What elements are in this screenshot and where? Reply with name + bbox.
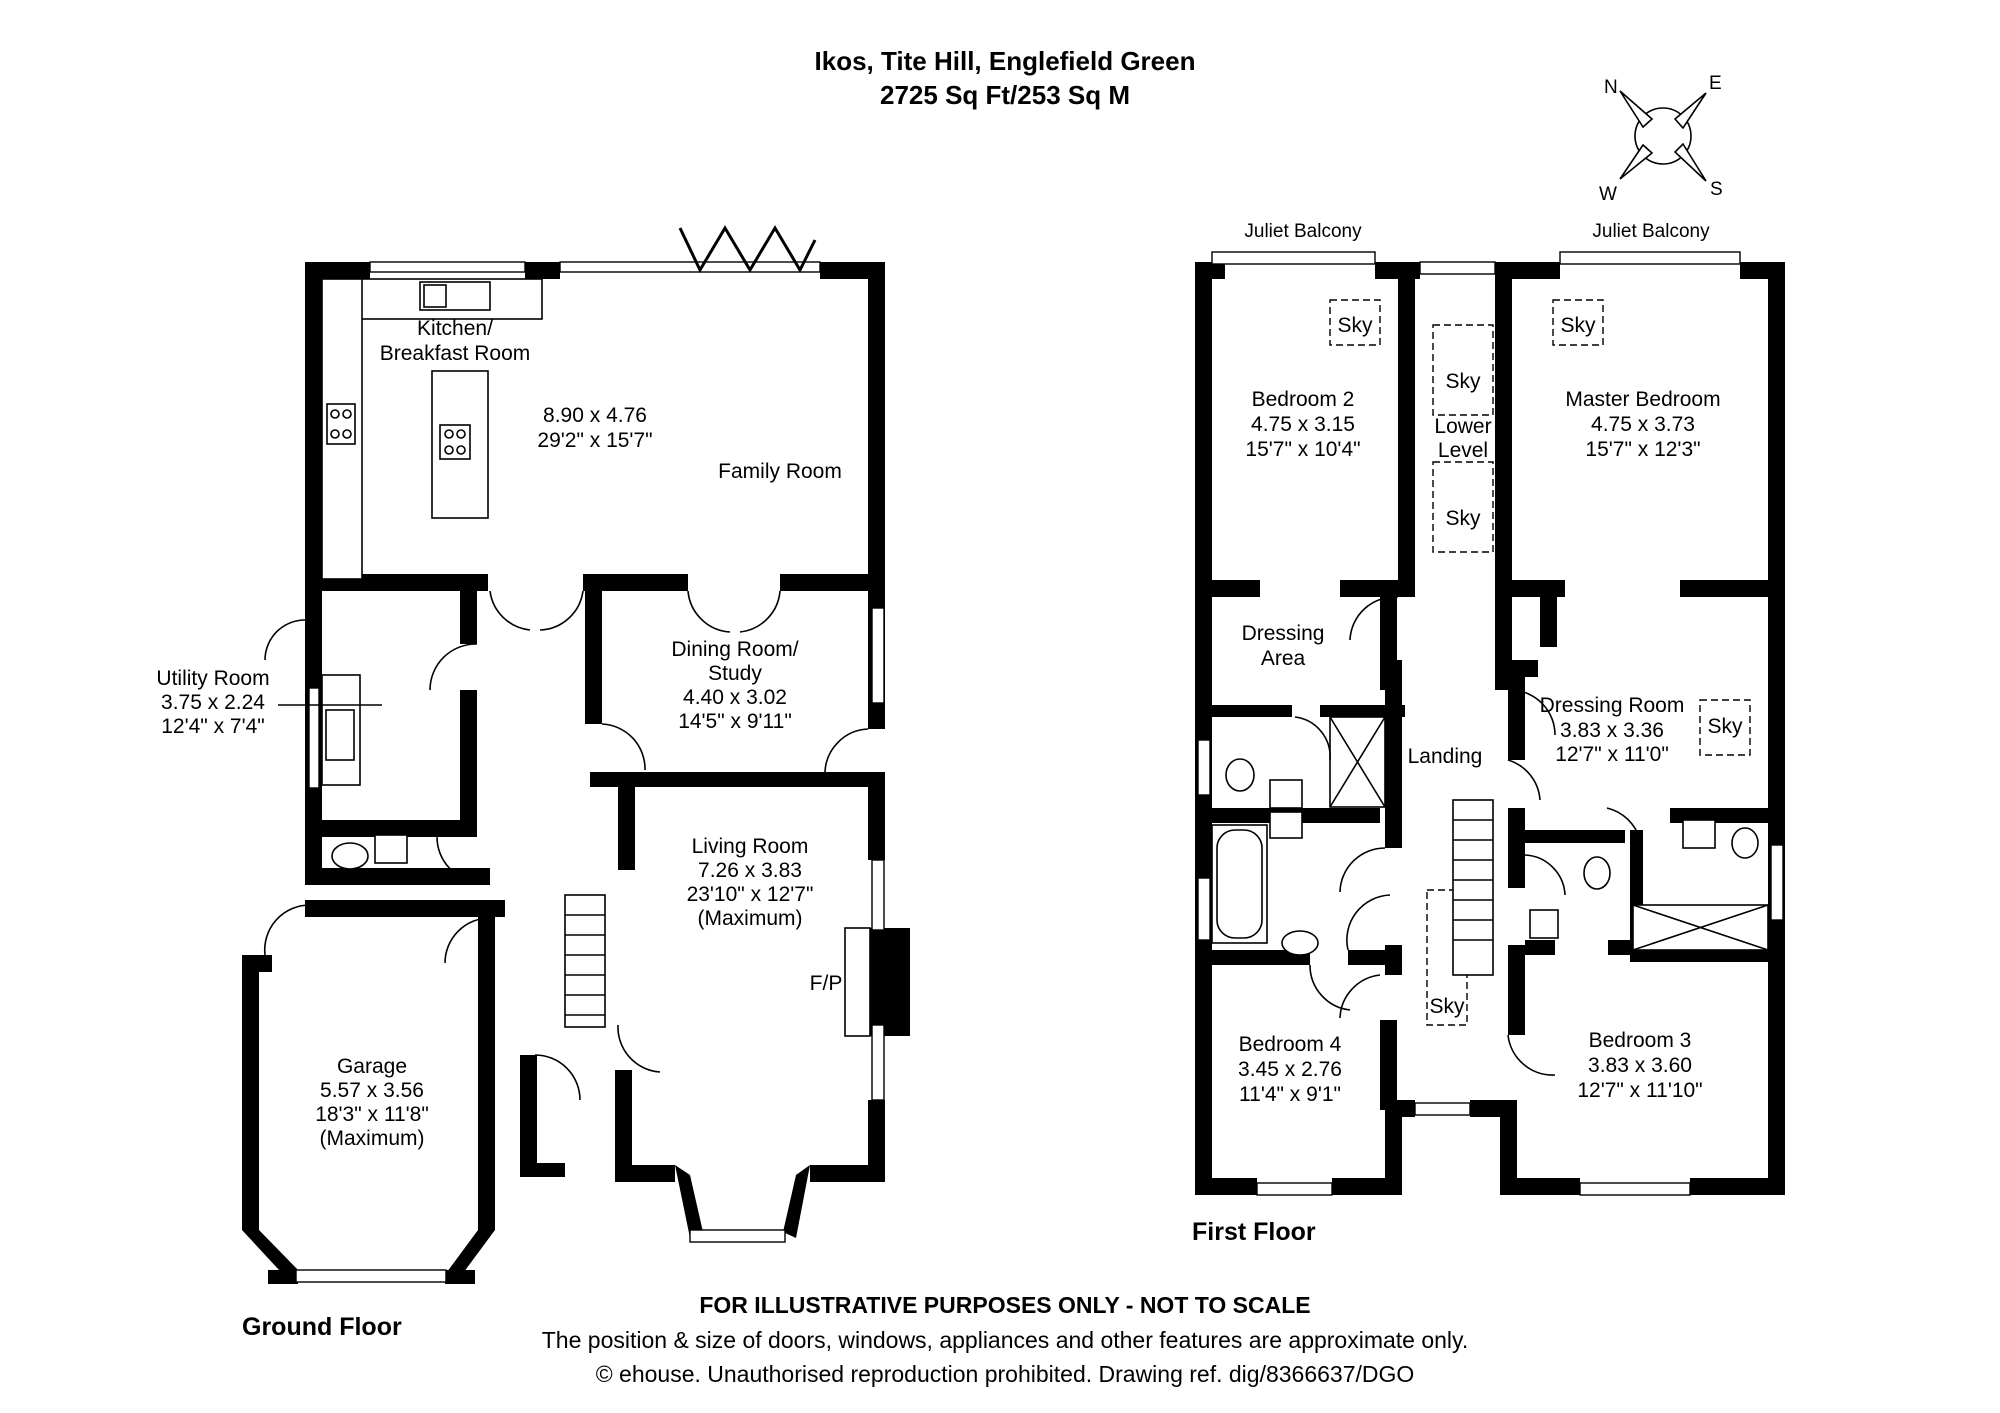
kitchen-family-dim-imperial: 29'2" x 15'7"	[537, 429, 652, 452]
plan-title: Ikos, Tite Hill, Englefield Green	[815, 46, 1196, 76]
bedroom-4-dim-imperial: 11'4" x 9'1"	[1239, 1083, 1341, 1106]
sky-label: Sky	[1445, 507, 1481, 530]
master-bedroom-dim-imperial: 15'7" x 12'3"	[1585, 438, 1700, 461]
dining-room-name-line1: Dining Room/	[671, 638, 798, 661]
living-room-note: (Maximum)	[698, 907, 803, 930]
family-room-name: Family Room	[718, 460, 842, 483]
bedroom-2-dim-metric: 4.75 x 3.15	[1251, 413, 1355, 436]
kitchen-name-line2: Breakfast Room	[380, 342, 531, 365]
ground-floor-label: Ground Floor	[242, 1313, 402, 1341]
bedroom-3-label: Bedroom 3 3.83 x 3.60 12'7" x 11'10"	[1577, 1029, 1702, 1102]
dining-room-dim-metric: 4.40 x 3.02	[683, 686, 787, 709]
garage-dim-imperial: 18'3" x 11'8"	[315, 1103, 429, 1126]
master-bedroom-label: Master Bedroom 4.75 x 3.73 15'7" x 12'3"	[1565, 388, 1720, 461]
sky-label: Sky	[1707, 715, 1743, 738]
kitchen-family-dim-metric: 8.90 x 4.76	[543, 404, 647, 427]
dressing-room-name: Dressing Room	[1540, 694, 1685, 717]
bedroom-2-name: Bedroom 2	[1252, 388, 1355, 411]
bedroom-4-label: Bedroom 4 3.45 x 2.76 11'4" x 9'1"	[1238, 1033, 1342, 1106]
dressing-area-line2: Area	[1261, 647, 1306, 670]
sink-icon	[419, 281, 491, 311]
fireplace-label: F/P	[810, 972, 843, 995]
bedroom-3-dim-imperial: 12'7" x 11'10"	[1577, 1079, 1702, 1102]
utility-room-dim-metric: 3.75 x 2.24	[161, 691, 265, 714]
compass-north-label: N	[1604, 77, 1618, 98]
dining-room-name-line2: Study	[708, 662, 762, 685]
first-stairs	[1452, 799, 1494, 976]
disclaimer-heading: FOR ILLUSTRATIVE PURPOSES ONLY - NOT TO …	[699, 1292, 1310, 1318]
compass-west-label: W	[1599, 184, 1617, 205]
hob-icon	[326, 403, 356, 445]
bedroom-2-label: Bedroom 2 4.75 x 3.15 15'7" x 10'4"	[1245, 388, 1360, 461]
lower-level-line2: Level	[1438, 439, 1488, 462]
ground-floor-fittings	[263, 225, 885, 1283]
master-bedroom-name: Master Bedroom	[1565, 388, 1720, 411]
dressing-room-dim-imperial: 12'7" x 11'0"	[1555, 743, 1669, 766]
kitchen-label: Kitchen/ Breakfast Room	[380, 317, 531, 365]
copyright-line: © ehouse. Unauthorised reproduction proh…	[596, 1361, 1415, 1387]
ground-stairs	[564, 894, 606, 1028]
first-floor-fittings	[1197, 251, 1784, 1196]
bedroom-3-name: Bedroom 3	[1589, 1029, 1692, 1052]
bedroom-3-dim-metric: 3.83 x 3.60	[1588, 1054, 1692, 1077]
garage-note: (Maximum)	[320, 1127, 425, 1150]
compass-east-label: E	[1709, 73, 1722, 94]
garage-dim-metric: 5.57 x 3.56	[320, 1079, 424, 1102]
bedroom-4-name: Bedroom 4	[1239, 1033, 1342, 1056]
sky-label: Sky	[1337, 314, 1373, 337]
first-floor-label: First Floor	[1192, 1218, 1316, 1246]
master-bedroom-dim-metric: 4.75 x 3.73	[1591, 413, 1695, 436]
plan-area: 2725 Sq Ft/253 Sq M	[880, 80, 1130, 110]
compass-south-label: S	[1710, 179, 1723, 200]
juliet-balcony-right-label: Juliet Balcony	[1592, 221, 1710, 242]
dining-room-dim-imperial: 14'5" x 9'11"	[678, 710, 792, 733]
lower-level-line1: Lower	[1434, 415, 1491, 438]
compass-icon: N E S W	[1599, 73, 1723, 205]
first-floor-walls	[1195, 262, 1785, 1195]
living-room-dim-metric: 7.26 x 3.83	[698, 859, 802, 882]
garage-label: Garage 5.57 x 3.56 18'3" x 11'8" (Maximu…	[315, 1055, 429, 1150]
living-room-dim-imperial: 23'10" x 12'7"	[687, 883, 814, 906]
bedroom-2-dim-imperial: 15'7" x 10'4"	[1245, 438, 1360, 461]
juliet-balcony-left-label: Juliet Balcony	[1244, 221, 1362, 242]
dressing-room-label: Dressing Room 3.83 x 3.36 12'7" x 11'0"	[1540, 694, 1685, 766]
kitchen-island	[431, 370, 489, 519]
living-room-name: Living Room	[692, 835, 809, 858]
sky-label: Sky	[1445, 370, 1481, 393]
garage-name: Garage	[337, 1055, 407, 1078]
living-room-label: Living Room 7.26 x 3.83 23'10" x 12'7" (…	[687, 835, 843, 995]
disclaimer-line2: The position & size of doors, windows, a…	[542, 1327, 1468, 1353]
sky-label: Sky	[1560, 314, 1596, 337]
utility-room-name: Utility Room	[156, 667, 269, 690]
dressing-room-dim-metric: 3.83 x 3.36	[1560, 719, 1664, 742]
dressing-area-line1: Dressing	[1242, 622, 1325, 645]
dining-room-label: Dining Room/ Study 4.40 x 3.02 14'5" x 9…	[671, 638, 798, 733]
utility-room-label: Utility Room 3.75 x 2.24 12'4" x 7'4"	[156, 667, 382, 738]
kitchen-name-line1: Kitchen/	[417, 317, 493, 340]
bifold-door-icon	[678, 225, 817, 274]
utility-room-dim-imperial: 12'4" x 7'4"	[161, 715, 265, 738]
landing-label: Landing	[1408, 745, 1483, 768]
bedroom-4-dim-metric: 3.45 x 2.76	[1238, 1058, 1342, 1081]
sky-label: Sky	[1429, 995, 1465, 1018]
